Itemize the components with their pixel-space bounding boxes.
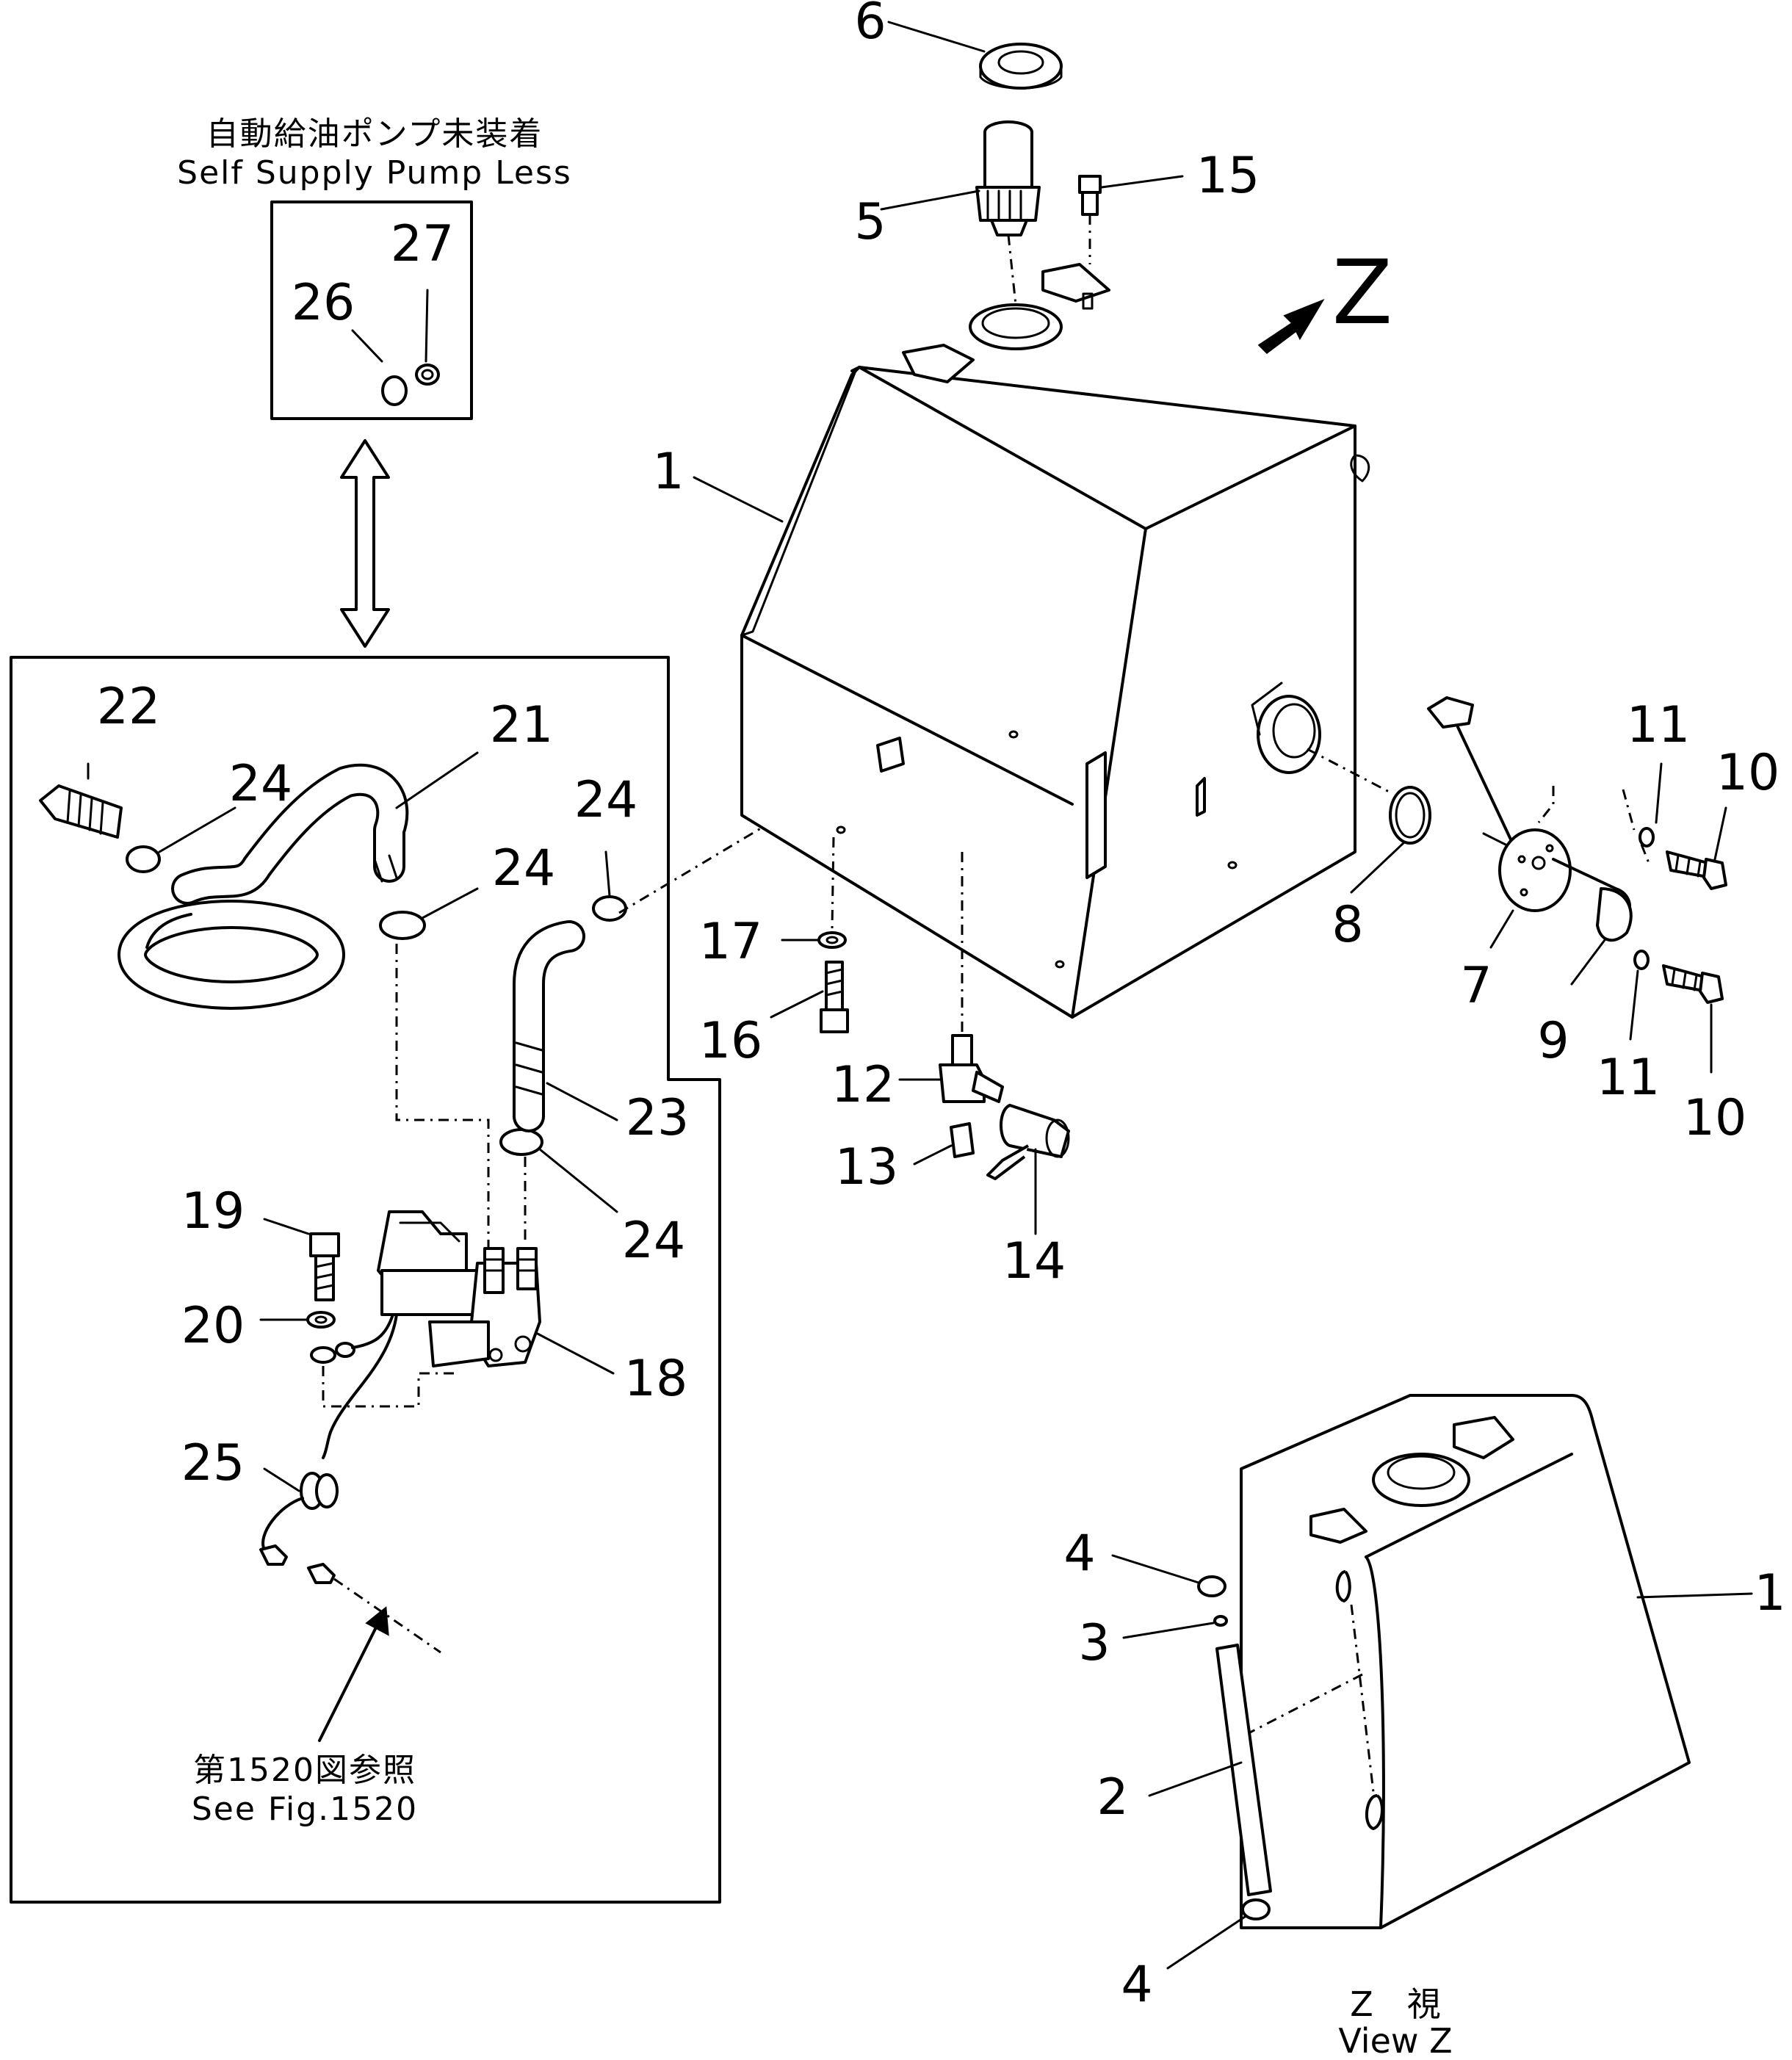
part-13-nipple <box>913 1122 975 1165</box>
label-3: 3 <box>1078 1614 1110 1672</box>
self-supply-pump-less-inset: 自動給油ポンプ未装着 Self Supply Pump Less 26 27 <box>177 115 572 420</box>
part-26-plug <box>351 329 408 406</box>
label-19: 19 <box>181 1182 245 1240</box>
label-24-a: 24 <box>229 755 293 813</box>
part-8-o-ring <box>1307 748 1431 894</box>
label-24-c: 24 <box>574 771 638 829</box>
label-20: 20 <box>181 1297 245 1355</box>
label-13: 13 <box>835 1138 899 1196</box>
label-10-b: 10 <box>1683 1089 1747 1147</box>
part-4-cap-bottom <box>1166 1898 1271 1970</box>
part-3-seal <box>1122 1615 1228 1639</box>
part-2-sight-tube <box>1148 1644 1272 1896</box>
part-19-bolt <box>263 1218 340 1301</box>
dash-line-hose-to-pump <box>395 944 490 1248</box>
leader-23 <box>546 1082 618 1121</box>
label-11-a: 11 <box>1627 696 1691 754</box>
replacement-arrow <box>340 439 390 648</box>
part-6-cap <box>887 21 1063 90</box>
label-4-bottom: 4 <box>1121 1956 1152 2014</box>
label-9: 9 <box>1537 1012 1569 1070</box>
part-7-level-sender <box>1427 696 1631 949</box>
label-16: 16 <box>699 1012 763 1070</box>
label-24-b: 24 <box>492 839 556 897</box>
label-27: 27 <box>391 215 455 273</box>
part-11-washer-b <box>1629 950 1650 1041</box>
label-25: 25 <box>181 1434 245 1492</box>
label-21: 21 <box>490 696 554 754</box>
see-fig-caption-jp: 第1520図参照 <box>193 1752 416 1789</box>
pump-kit-frame <box>10 656 721 1904</box>
part-24-clamp-b <box>379 887 479 940</box>
part-27-plug <box>415 289 440 386</box>
label-4-top: 4 <box>1063 1525 1095 1583</box>
view-z-caption-jp: Z 視 <box>1350 1984 1441 2024</box>
label-24-d: 24 <box>622 1212 686 1270</box>
label-26: 26 <box>292 274 355 332</box>
part-24-clamp-d <box>499 1128 618 1213</box>
label-15: 15 <box>1196 147 1260 205</box>
ground-terminal <box>310 1313 394 1364</box>
part-16-bolt <box>770 961 849 1033</box>
part-10-bolt-a <box>1666 806 1727 890</box>
self-supply-caption-en: Self Supply Pump Less <box>177 154 572 192</box>
label-8: 8 <box>1332 896 1363 954</box>
label-10-a: 10 <box>1716 744 1780 802</box>
label-5: 5 <box>854 193 886 251</box>
label-17: 17 <box>699 913 763 971</box>
part-11-washer-a <box>1639 762 1663 848</box>
part-17-washer <box>781 836 847 949</box>
dash-line-bolt-to-pump <box>322 1366 455 1408</box>
view-z-caption-en: View Z <box>1338 2021 1452 2060</box>
part-25-connector <box>259 1313 441 1654</box>
part-20-washer <box>259 1311 336 1329</box>
view-z-arrow <box>1257 298 1325 354</box>
part-10-bolt-b <box>1662 964 1724 1074</box>
label-11-b: 11 <box>1597 1049 1661 1107</box>
part-9-gasket <box>1570 887 1633 986</box>
part-4-cap-top <box>1111 1554 1226 1597</box>
label-14: 14 <box>1002 1232 1066 1290</box>
label-1-view-z: 1 <box>1754 1564 1785 1622</box>
part-18-pump <box>377 1210 615 1375</box>
label-22: 22 <box>97 678 161 736</box>
part-1-tank <box>740 263 1370 1019</box>
part-22-strainer <box>39 762 123 839</box>
dash-line-bolt-top <box>1622 789 1650 864</box>
part-15-breather <box>1078 175 1184 264</box>
part-21-hose <box>118 763 409 1010</box>
label-6: 6 <box>854 0 886 51</box>
label-2: 2 <box>1096 1768 1128 1826</box>
part-5-filler-strainer <box>880 120 1041 306</box>
label-12: 12 <box>831 1056 895 1114</box>
part-24-clamp-a <box>126 806 236 873</box>
part-12-elbow <box>898 852 1004 1103</box>
label-18: 18 <box>624 1350 688 1408</box>
self-supply-caption-jp: 自動給油ポンプ未装着 <box>206 115 543 153</box>
view-z-tank <box>1240 1394 1753 1929</box>
label-23: 23 <box>626 1089 690 1147</box>
part-24-clamp-c <box>592 850 627 922</box>
see-fig-caption-en: See Fig.1520 <box>192 1790 418 1828</box>
leader-1 <box>693 476 784 523</box>
view-z-label: Z <box>1332 242 1392 344</box>
part-14-drain-valve <box>986 1104 1070 1235</box>
part-23-hose <box>513 920 585 1132</box>
dash-line-sender-top <box>1537 786 1555 823</box>
label-7: 7 <box>1460 957 1492 1015</box>
inset-frame <box>270 200 473 420</box>
dash-line-hose-to-tank <box>618 755 882 914</box>
leader-21 <box>395 751 479 809</box>
label-1: 1 <box>652 443 684 501</box>
see-fig-arrow <box>318 1606 389 1742</box>
